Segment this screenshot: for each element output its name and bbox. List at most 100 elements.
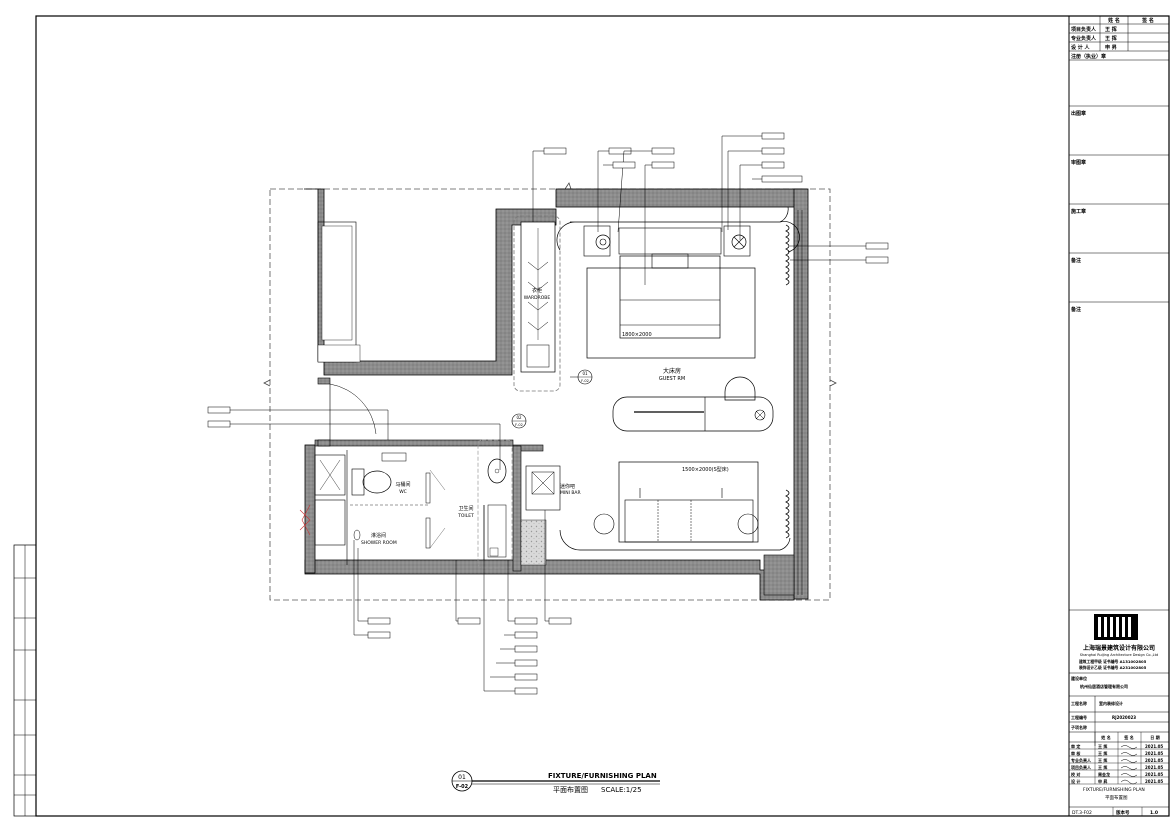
shower-label-en: SHOWER ROOM <box>361 540 397 546</box>
floor-plan: 衣柜 WARDROBE 1800×2000 大床房 GUEST RM <box>207 132 889 695</box>
wardrobe: 衣柜 WARDROBE <box>513 215 561 392</box>
drawing-title: 01 F-02 FIXTURE/FURNISHING PLAN 平面布置图 SC… <box>451 770 660 794</box>
signature-5 <box>1120 773 1138 777</box>
title-cn: 平面布置图 <box>553 785 588 794</box>
toilet-label-cn: 卫生间 <box>458 505 473 512</box>
wardrobe-label-cn: 衣柜 <box>532 287 542 294</box>
sign-header-name: 姓 名 <box>1100 734 1110 740</box>
wall-top <box>555 188 803 208</box>
callout-02-number: 02 <box>516 415 522 420</box>
signature-6 <box>1120 779 1138 785</box>
drawing-no: RJ2020023 <box>1112 715 1136 720</box>
head-sign: 签 名 <box>1141 17 1154 24</box>
toilet-tank <box>351 468 365 496</box>
name-3: 申 昇 <box>1105 44 1117 51</box>
title-scale: SCALE:1/25 <box>601 786 642 794</box>
sign-role-4: 项目负责人 <box>1071 764 1092 770</box>
sofa-size: 1500×2000(S型床) <box>682 466 729 473</box>
wall-bath-left <box>304 444 316 574</box>
material-tags <box>207 132 889 695</box>
client-name: 杭州仙居酒店管理有限公司 <box>1080 683 1128 689</box>
plan-boundary-dashed <box>269 188 831 601</box>
version-value: 1.0 <box>1150 810 1158 816</box>
sign-role-5: 校 对 <box>1071 771 1080 777</box>
sign-date-6: 2021.05 <box>1145 779 1163 784</box>
room-label-en: GUEST RM <box>659 376 685 382</box>
wc-label-en: WC <box>399 489 407 495</box>
title-block: 姓 名 签 名 项目负责人 专业负责人 设 计 人 王 挥 王 挥 申 昇 注册… <box>1068 15 1170 817</box>
wall-bottom <box>304 559 795 601</box>
sign-table: 姓 名 签 名 日 期 审 定 审 核 专业负责人 项目负责人 校 对 设 计 … <box>1069 732 1169 785</box>
cert-2: 装饰设计乙级 证书编号 A231002805 <box>1078 665 1147 670</box>
sheet-title-en: FIXTURE/FURNISHING PLAN <box>1083 787 1145 793</box>
cert-1: 建筑工程甲级 证书编号 A131002805 <box>1078 659 1147 664</box>
sign-header-date: 日 期 <box>1150 734 1159 740</box>
title-number: 01 <box>458 774 466 781</box>
construction-stamp-label: 施工章 <box>1070 208 1086 215</box>
role-2: 专业负责人 <box>1071 35 1097 42</box>
minibar-label-cn: 迷你吧 <box>560 483 575 490</box>
version-label: 版本号 <box>1116 809 1130 816</box>
title-en: FIXTURE/FURNISHING PLAN <box>548 772 657 780</box>
remarks-label-stamp: 备注 <box>1070 257 1081 264</box>
sign-role-6: 设 计 <box>1071 778 1080 784</box>
sign-date-2: 2021.05 <box>1145 751 1163 756</box>
company-logo <box>1094 614 1138 640</box>
project-name: 室内装修设计 <box>1099 700 1123 706</box>
wc-label-cn: 马桶间 <box>395 481 410 488</box>
section-callout-01: 01 F-02 <box>570 369 593 385</box>
wardrobe-label-en: WARDROBE <box>524 295 551 301</box>
sheet-border <box>35 15 1170 817</box>
drawing-no-label: 工程编号 <box>1071 714 1087 720</box>
sign-name-5: 周金龙 <box>1098 771 1110 777</box>
basin <box>487 458 507 484</box>
sign-role-1: 审 定 <box>1071 743 1080 749</box>
sign-name-4: 王 挥 <box>1098 764 1107 770</box>
head-name: 姓 名 <box>1107 17 1120 24</box>
entry-door-swing <box>329 383 377 435</box>
reg-stamp-label: 注册（执业）章 <box>1071 53 1106 60</box>
sign-name-2: 王 挥 <box>1098 750 1107 756</box>
sign-name-3: 王 挥 <box>1098 757 1107 763</box>
sheet-number: DT.3-F02 <box>1072 810 1092 816</box>
signature-2 <box>1120 752 1138 756</box>
role-3: 设 计 人 <box>1071 44 1090 51</box>
minibar-label-en: MINI BAR <box>560 490 581 496</box>
toilet-label-en: TOILET <box>457 513 474 519</box>
title-sheet-ref: F-02 <box>456 784 469 790</box>
subitem-label: 子项名称 <box>1071 724 1087 730</box>
sign-name-6: 申 昇 <box>1098 778 1107 784</box>
callout-01-number: 01 <box>582 371 588 376</box>
wall-bath-right <box>512 445 522 572</box>
bathroom: 马桶间 WC 淋浴间 SHOWER ROOM 卫生间 TOILET <box>299 439 513 569</box>
toilet-bowl <box>362 470 392 494</box>
name-2: 王 挥 <box>1105 35 1117 42</box>
sign-role-2: 审 核 <box>1071 750 1080 756</box>
role-1: 项目负责人 <box>1071 26 1097 33</box>
sign-date-4: 2021.05 <box>1145 765 1163 770</box>
company-en: Shanghai Ruijing Architecture Design Co.… <box>1080 653 1158 657</box>
sign-date-1: 2021.05 <box>1145 744 1163 749</box>
out-stamp-label: 出图章 <box>1071 110 1086 117</box>
wall-right <box>793 188 809 600</box>
bed: 1800×2000 <box>583 225 756 359</box>
signature-1 <box>1120 745 1138 749</box>
wall-bath-top <box>314 439 514 447</box>
minibar: 迷你吧 MINI BAR <box>525 465 581 511</box>
shower-label-cn: 淋浴间 <box>371 532 386 539</box>
window-curtain-track <box>785 224 790 539</box>
callout-01-sheet: F-02 <box>581 379 589 383</box>
section-callout-02: 02 F-02 <box>511 413 527 429</box>
signature-4 <box>1120 766 1138 770</box>
name-1: 王 挥 <box>1105 26 1117 33</box>
room-label-cn: 大床房 <box>663 367 681 375</box>
sign-role-3: 专业负责人 <box>1071 757 1092 763</box>
callout-02-sheet: F-02 <box>515 423 523 427</box>
armchair <box>724 376 756 401</box>
sheet-title-cn: 平面布置图 <box>1105 794 1128 801</box>
desk <box>612 396 774 432</box>
signature-3 <box>1120 759 1138 763</box>
left-stamp-strip <box>13 544 37 817</box>
sign-date-3: 2021.05 <box>1145 758 1163 763</box>
